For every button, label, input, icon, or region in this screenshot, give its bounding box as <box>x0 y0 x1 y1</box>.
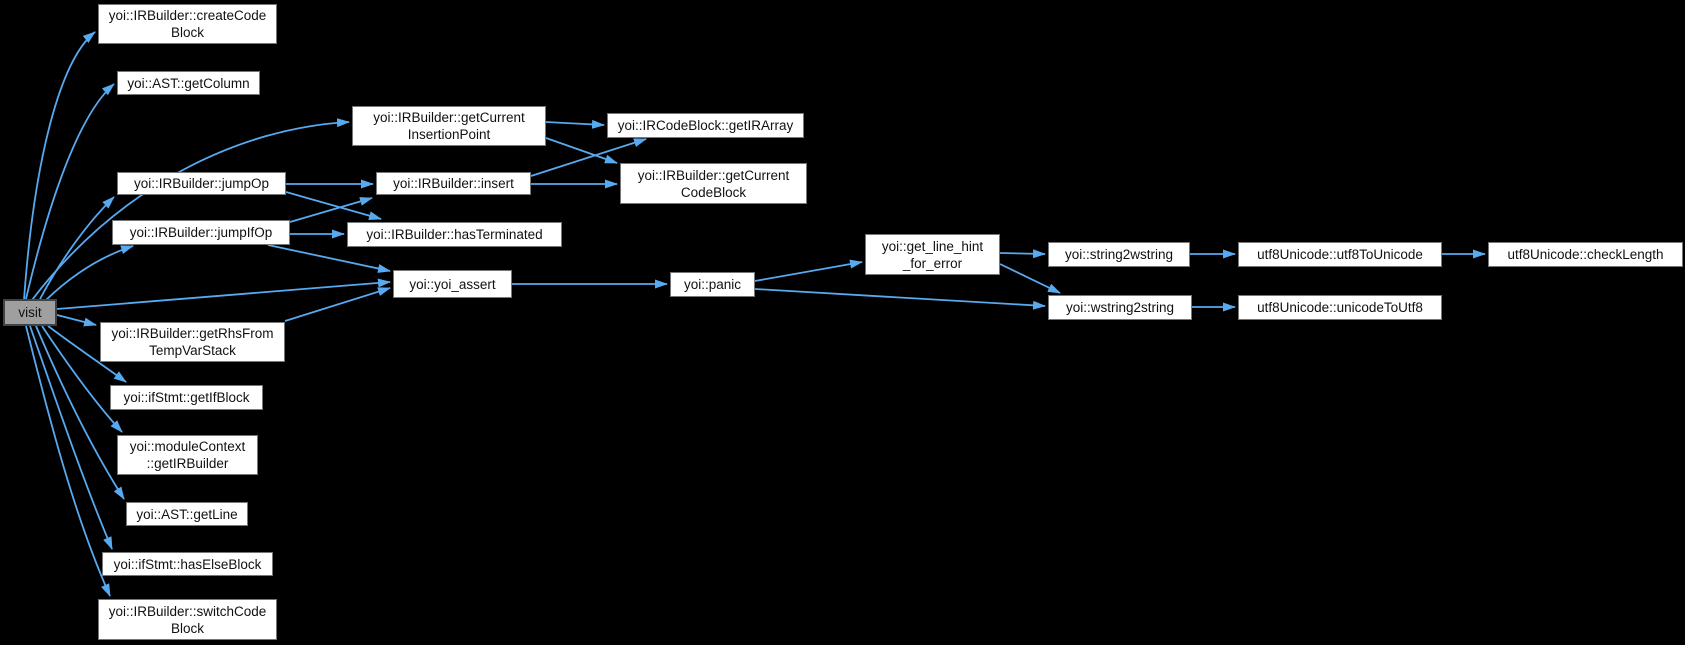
node-label: yoi::get_line_hint <box>881 238 984 254</box>
node-get-ir-array[interactable]: yoi::IRCodeBlock::getIRArray <box>607 113 804 138</box>
node-label: yoi::IRBuilder::insert <box>393 176 514 191</box>
edge-visit-to-create-code-block <box>23 31 96 301</box>
edge-get-current-insertion-point-to-get-ir-array <box>545 119 605 129</box>
node-label: yoi::IRBuilder::jumpIfOp <box>129 225 273 240</box>
edge-visit-to-jump-if-op <box>45 245 134 301</box>
node-label: yoi::IRBuilder::createCode <box>108 8 267 23</box>
node-label: yoi::IRBuilder::getCurrent <box>373 110 525 125</box>
edge-visit-to-get-current-insertion-point <box>31 118 350 301</box>
node-string2wstring[interactable]: yoi::string2wstring <box>1048 242 1190 267</box>
edge-visit-to-jump-op <box>39 196 115 300</box>
node-get-column[interactable]: yoi::AST::getColumn <box>117 71 260 95</box>
node-has-terminated[interactable]: yoi::IRBuilder::hasTerminated <box>347 222 562 247</box>
edge-jump-op-to-has-terminated <box>285 191 382 221</box>
node-label: yoi::string2wstring <box>1064 247 1174 262</box>
node-visit: visit <box>3 299 57 326</box>
node-get-if-block[interactable]: yoi::ifStmt::getIfBlock <box>110 385 263 410</box>
edge-jump-if-op-to-insert <box>289 197 373 223</box>
node-utf8-to-unicode[interactable]: utf8Unicode::utf8ToUnicode <box>1238 242 1442 267</box>
node-label: TempVarStack <box>149 343 236 358</box>
node-label: yoi::ifStmt::getIfBlock <box>123 390 250 405</box>
edge-get-line-hint-for-error-to-string2wstring <box>999 249 1046 259</box>
node-jump-if-op[interactable]: yoi::IRBuilder::jumpIfOp <box>112 220 290 245</box>
node-panic[interactable]: yoi::panic <box>670 272 755 297</box>
edge-get-rhs-from-temp-var-stack-to-yoi-assert <box>284 287 391 322</box>
node-label: yoi::AST::getLine <box>136 506 238 522</box>
node-jump-op[interactable]: yoi::IRBuilder::jumpOp <box>117 172 286 195</box>
node-label: Block <box>170 620 204 636</box>
node-label: CodeBlock <box>680 184 747 200</box>
edge-panic-to-get-line-hint-for-error <box>754 259 863 282</box>
node-get-line-hint-for-error[interactable]: yoi::get_line_hint_for_error <box>865 234 1000 275</box>
node-label: yoi::IRBuilder::switchCode <box>108 603 267 619</box>
node-insert[interactable]: yoi::IRBuilder::insert <box>376 172 531 195</box>
node-label: yoi::IRBuilder::getRhsFrom <box>111 326 274 341</box>
node-label: yoi::IRBuilder::getCurrent <box>637 167 790 183</box>
node-check-length[interactable]: utf8Unicode::checkLength <box>1488 242 1683 267</box>
node-wstring2string[interactable]: yoi::wstring2string <box>1048 295 1192 320</box>
node-label: yoi::panic <box>683 277 742 292</box>
node-has-else-block[interactable]: yoi::ifStmt::hasElseBlock <box>102 552 273 576</box>
node-label: Block <box>170 25 204 40</box>
node-module-context-get-ir-builder[interactable]: yoi::moduleContext::getIRBuilder <box>117 435 258 475</box>
node-label: utf8Unicode::utf8ToUnicode <box>1257 247 1423 262</box>
node-label: yoi::IRBuilder::hasTerminated <box>366 227 543 242</box>
node-label: yoi::yoi_assert <box>409 276 496 292</box>
edge-get-line-hint-for-error-to-wstring2string <box>999 263 1061 294</box>
node-label: _for_error <box>902 255 963 271</box>
node-label: visit <box>18 305 42 320</box>
edge-get-current-insertion-point-to-get-current-code-block <box>545 137 618 164</box>
node-label: InsertionPoint <box>407 127 491 142</box>
node-yoi-assert[interactable]: yoi::yoi_assert <box>393 270 512 298</box>
node-unicode-to-utf8[interactable]: utf8Unicode::unicodeToUtf8 <box>1238 295 1442 320</box>
edge-panic-to-wstring2string <box>754 288 1046 310</box>
edge-visit-to-switch-code-block <box>25 325 111 597</box>
node-get-line[interactable]: yoi::AST::getLine <box>126 502 248 526</box>
edge-visit-to-get-column <box>25 83 115 300</box>
node-label: yoi::IRBuilder::jumpOp <box>133 176 270 191</box>
edge-visit-to-get-if-block <box>47 325 127 383</box>
node-label: yoi::IRCodeBlock::getIRArray <box>617 118 794 133</box>
edge-visit-to-module-context-get-ir-builder <box>41 325 123 433</box>
edge-insert-to-get-ir-array <box>530 138 647 177</box>
edge-visit-to-yoi-assert <box>56 278 391 310</box>
node-label: yoi::ifStmt::hasElseBlock <box>113 556 262 572</box>
edge-jump-if-op-to-yoi-assert <box>267 244 391 273</box>
node-label: yoi::AST::getColumn <box>127 75 250 91</box>
node-label: yoi::wstring2string <box>1065 300 1175 315</box>
edge-visit-to-has-else-block <box>29 325 113 550</box>
node-label: ::getIRBuilder <box>146 456 229 471</box>
node-label: yoi::moduleContext <box>129 439 246 454</box>
edge-visit-to-get-line <box>35 325 125 500</box>
node-label: utf8Unicode::unicodeToUtf8 <box>1257 300 1423 315</box>
node-label: utf8Unicode::checkLength <box>1507 247 1664 262</box>
edge-visit-to-get-rhs-from-temp-var-stack <box>56 314 97 327</box>
